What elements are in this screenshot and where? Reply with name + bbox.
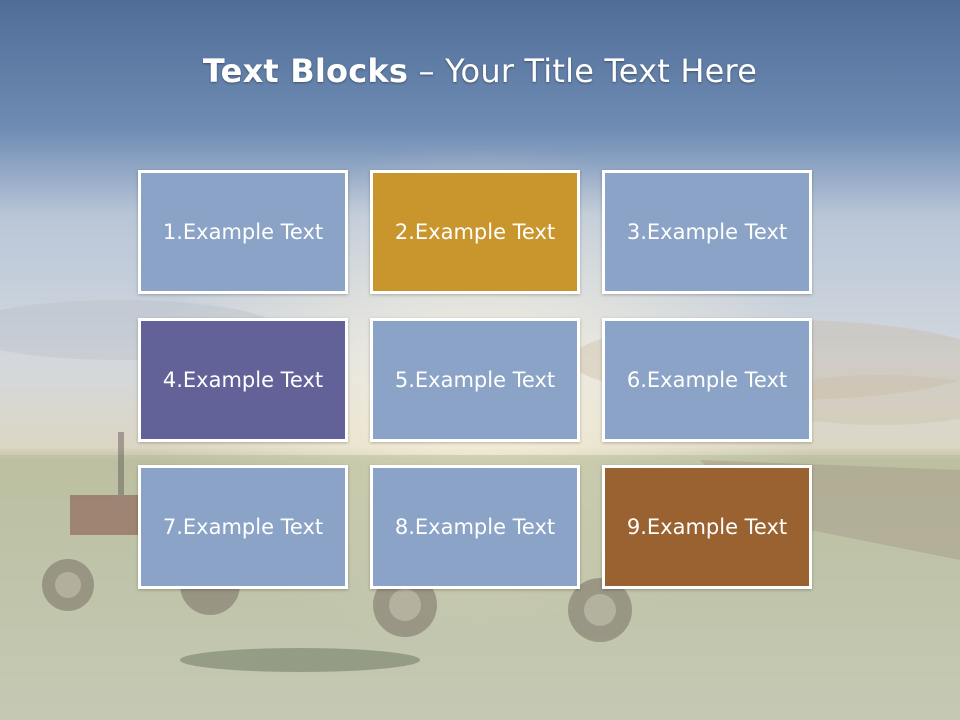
text-blocks-grid: 1.Example Text 2.Example Text 3.Example …: [138, 170, 815, 594]
text-block-4[interactable]: 4.Example Text: [138, 318, 348, 442]
text-block-3[interactable]: 3.Example Text: [602, 170, 812, 294]
text-block-7[interactable]: 7.Example Text: [138, 465, 348, 589]
slide-title: Text Blocks – Your Title Text Here: [0, 52, 960, 90]
text-block-5[interactable]: 5.Example Text: [370, 318, 580, 442]
text-block-9[interactable]: 9.Example Text: [602, 465, 812, 589]
title-separator: –: [408, 52, 446, 90]
title-rest-part: Your Title Text Here: [445, 52, 758, 90]
text-block-2[interactable]: 2.Example Text: [370, 170, 580, 294]
text-block-1[interactable]: 1.Example Text: [138, 170, 348, 294]
text-block-8[interactable]: 8.Example Text: [370, 465, 580, 589]
title-bold-part: Text Blocks: [202, 52, 409, 90]
text-block-6[interactable]: 6.Example Text: [602, 318, 812, 442]
